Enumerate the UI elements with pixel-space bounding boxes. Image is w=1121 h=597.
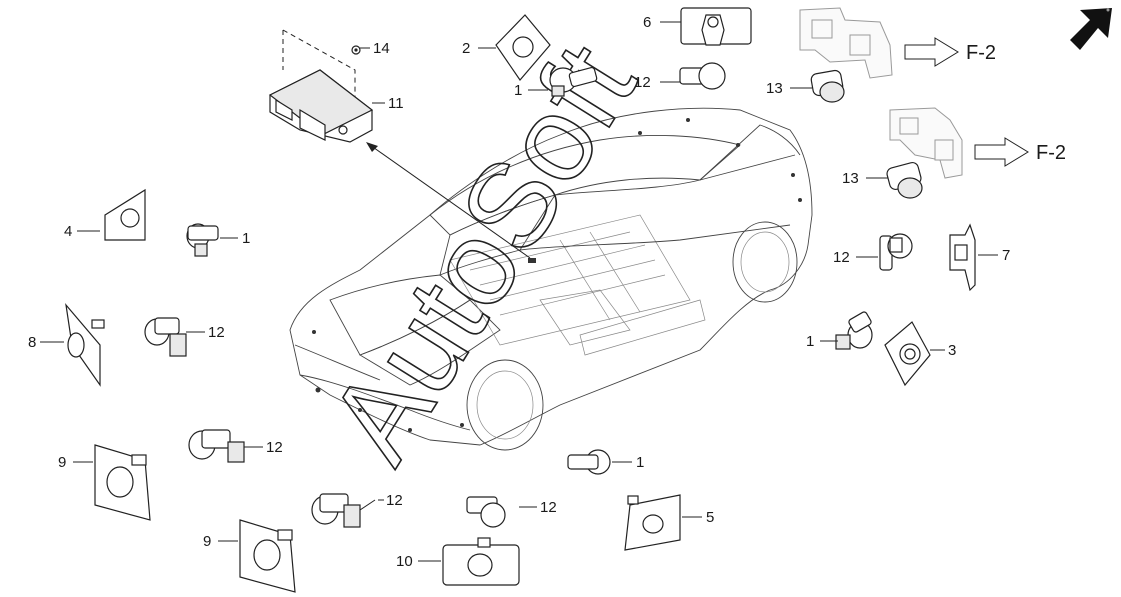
part-12-sensor-right <box>879 233 913 271</box>
callout-12-top: 12 <box>634 74 651 91</box>
part-8-bracket <box>65 303 105 387</box>
callout-7: 7 <box>1002 247 1010 264</box>
part-12-sensor-bottom <box>311 493 361 528</box>
ghost-bracket-top <box>799 7 893 79</box>
watermark: AutoSoft <box>303 22 662 485</box>
ref-label-f2-mid: F-2 <box>1036 142 1066 164</box>
callout-1-left: 1 <box>242 230 250 247</box>
callout-1-bottom: 1 <box>636 454 644 471</box>
part-12-sensor-top <box>679 62 726 90</box>
callout-3: 3 <box>948 342 956 359</box>
callout-12-bottom-mid: 12 <box>540 499 557 516</box>
callout-8: 8 <box>28 334 36 351</box>
callout-13-top: 13 <box>766 80 783 97</box>
part-12-sensor-left-lower <box>188 429 245 463</box>
callout-11: 11 <box>388 95 404 112</box>
part-12-sensor-bottom-mid <box>466 496 506 528</box>
part-5-bracket <box>624 494 681 551</box>
leader-arrowhead <box>366 142 378 152</box>
ref-arrow-mid: F-2 <box>974 137 1066 167</box>
callout-12-right: 12 <box>833 249 850 266</box>
north-east-arrow-icon <box>1070 8 1112 50</box>
callout-12-bottom: 12 <box>386 492 403 509</box>
part-9-bracket-bottom <box>239 519 296 593</box>
part-1-sensor-bottom <box>567 449 611 475</box>
callout-4: 4 <box>64 223 72 240</box>
ref-arrow-top: F-2 <box>904 37 996 67</box>
part-13-sensor-top <box>810 69 845 103</box>
callout-5: 5 <box>706 509 714 526</box>
part-3-bracket <box>884 321 931 387</box>
part-6-bracket <box>680 7 752 46</box>
part-10-bracket <box>442 537 520 586</box>
callout-labels: 14 11 2 1 6 12 13 13 4 1 8 12 9 12 9 12 … <box>28 14 1010 570</box>
svg-text:AutoSoft: AutoSoft <box>303 22 661 483</box>
callout-9-left: 9 <box>58 454 66 471</box>
part-1-sensor-top <box>549 66 598 97</box>
callout-12-left-lower: 12 <box>266 439 283 456</box>
callout-6: 6 <box>643 14 651 31</box>
part-1-sensor-left <box>186 223 219 257</box>
ref-label-f2-top: F-2 <box>966 42 996 64</box>
part-13-sensor-mid <box>886 161 923 199</box>
vehicle-outline <box>289 107 813 451</box>
part-4-bracket <box>104 188 146 241</box>
part-1-sensor-right <box>835 311 873 350</box>
callout-12-left: 12 <box>208 324 225 341</box>
callout-1-top: 1 <box>514 82 522 99</box>
leader-arrow-line <box>369 144 531 259</box>
callout-1-right: 1 <box>806 333 814 350</box>
ghost-bracket-mid <box>889 107 963 179</box>
part-2-bracket <box>495 14 551 81</box>
callout-9-bottom: 9 <box>203 533 211 550</box>
part-12-sensor-left <box>144 317 187 357</box>
parking-aid-control-unit <box>268 29 374 143</box>
part-7-bracket <box>949 223 976 292</box>
callout-14: 14 <box>373 40 390 57</box>
callout-2: 2 <box>462 40 470 57</box>
callout-13-mid: 13 <box>842 170 859 187</box>
callout-leaders <box>40 21 998 562</box>
callout-10: 10 <box>396 553 413 570</box>
part-9-bracket-left <box>94 444 151 521</box>
